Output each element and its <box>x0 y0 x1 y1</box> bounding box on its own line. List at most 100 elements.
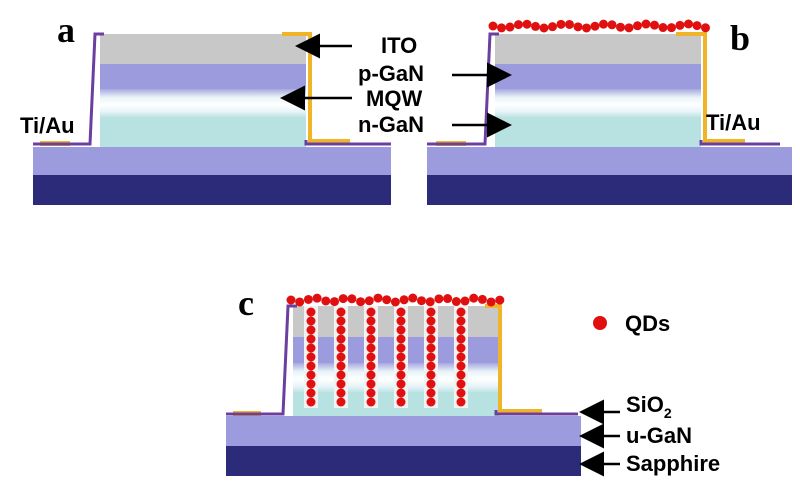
quantum-dot <box>425 297 435 307</box>
quantum-dot <box>408 293 418 303</box>
quantum-dot <box>426 343 436 353</box>
panel-c: c QDs SiO2 u-GaN Sapphire <box>226 283 720 477</box>
quantum-dot <box>426 397 436 407</box>
quantum-dot <box>456 334 466 344</box>
quantum-dot <box>336 388 346 398</box>
quantum-dot <box>396 370 406 380</box>
quantum-dot <box>469 293 479 303</box>
quantum-dot <box>366 343 376 353</box>
quantum-dot <box>531 21 540 31</box>
quantum-dot <box>303 294 313 304</box>
quantum-dot <box>321 296 331 306</box>
quantum-dot <box>443 294 453 304</box>
quantum-dot <box>373 293 383 303</box>
quantum-dot <box>366 334 376 344</box>
ito-layer <box>100 34 306 64</box>
quantum-dot <box>607 20 617 30</box>
label-sio2-sub: 2 <box>664 405 672 421</box>
quantum-dot <box>426 316 436 326</box>
quantum-dot <box>477 294 487 304</box>
quantum-dot <box>396 361 406 371</box>
quantum-dot <box>396 352 406 362</box>
quantum-dot <box>456 397 466 407</box>
quantum-dot <box>390 297 400 307</box>
pgan-layer <box>100 64 306 89</box>
sio2-passivation <box>226 304 297 416</box>
quantum-dot <box>396 334 406 344</box>
quantum-dot <box>565 19 574 29</box>
quantum-dot <box>573 22 583 32</box>
quantum-dot <box>396 397 406 407</box>
sio2-passivation-right <box>699 140 780 146</box>
quantum-dot <box>514 20 523 30</box>
quantum-dot <box>590 21 600 31</box>
quantum-dot <box>426 352 436 362</box>
quantum-dot <box>336 379 346 389</box>
label-ito: ITO <box>381 33 417 58</box>
quantum-dot <box>426 334 436 344</box>
ngan-layer <box>100 116 306 147</box>
quantum-dot <box>364 296 374 306</box>
quantum-dot <box>456 388 466 398</box>
sio2-passivation-right <box>304 140 391 146</box>
quantum-dot <box>658 23 668 33</box>
quantum-dot <box>582 23 591 33</box>
quantum-dot <box>356 297 366 307</box>
quantum-dot <box>456 325 466 335</box>
panel-a: a Ti/Au <box>20 10 391 205</box>
quantum-dot <box>306 370 316 380</box>
sio2-passivation <box>427 32 499 146</box>
sio2-passivation-right <box>494 410 578 416</box>
quantum-dot <box>522 19 532 29</box>
ugan-layer <box>427 147 792 175</box>
quantum-dot <box>426 388 436 398</box>
quantum-dot <box>456 370 466 380</box>
sio2-passivation <box>33 32 104 146</box>
quantum-dot <box>692 21 702 31</box>
sapphire-layer <box>33 175 391 205</box>
quantum-dot <box>456 307 466 317</box>
sapphire-layer <box>226 446 581 476</box>
quantum-dot <box>548 22 557 32</box>
quantum-dot <box>396 343 406 353</box>
ngan-layer <box>495 116 701 147</box>
quantum-dot <box>456 379 466 389</box>
sapphire-layer <box>427 175 792 205</box>
label-qds: QDs <box>625 311 670 336</box>
quantum-dot <box>426 379 436 389</box>
pgan-layer <box>495 64 701 89</box>
quantum-dot <box>286 295 296 305</box>
quantum-dot <box>336 352 346 362</box>
label-tiau-a: Ti/Au <box>20 113 75 138</box>
quantum-dots-surface <box>488 19 710 33</box>
quantum-dot <box>495 295 505 305</box>
quantum-dot <box>336 361 346 371</box>
red-dot-icon <box>593 316 607 330</box>
ito-layer <box>495 34 701 64</box>
quantum-dot <box>396 388 406 398</box>
quantum-dot <box>684 19 693 29</box>
quantum-dot <box>556 19 566 29</box>
label-ngan: n-GaN <box>358 112 424 137</box>
quantum-dot <box>382 295 392 305</box>
panel-b: b Ti/Au <box>427 18 792 205</box>
quantum-dot <box>539 23 549 33</box>
panel-label-b: b <box>730 18 750 58</box>
quantum-dot <box>434 294 444 304</box>
quantum-dot <box>366 388 376 398</box>
quantum-dot <box>396 307 406 317</box>
quantum-dot <box>599 19 608 29</box>
quantum-dot <box>675 20 685 30</box>
quantum-dot <box>295 297 305 307</box>
quantum-dot <box>312 293 322 303</box>
quantum-dot <box>497 23 506 33</box>
quantum-dot <box>366 379 376 389</box>
quantum-dot <box>426 370 436 380</box>
quantum-dot <box>336 343 346 353</box>
label-pgan: p-GaN <box>358 61 424 86</box>
quantum-dot <box>426 325 436 335</box>
label-sio2: SiO2 <box>626 392 672 421</box>
quantum-dot <box>366 352 376 362</box>
quantum-dot <box>336 316 346 326</box>
